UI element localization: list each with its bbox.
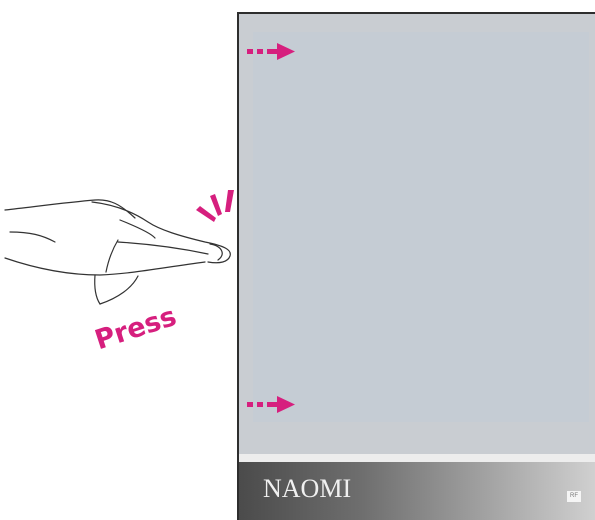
bottom-dashed-arrow-icon (247, 395, 299, 415)
brand-logo: NAOMI (263, 474, 351, 504)
device-bottom-bar: NAOMI RF (239, 462, 595, 520)
top-dashed-arrow-icon (247, 42, 299, 62)
small-logo-icon: RF (567, 491, 581, 502)
device-screen (253, 32, 589, 422)
naomi-device: NAOMI RF (237, 12, 595, 520)
device-frame (239, 14, 595, 454)
